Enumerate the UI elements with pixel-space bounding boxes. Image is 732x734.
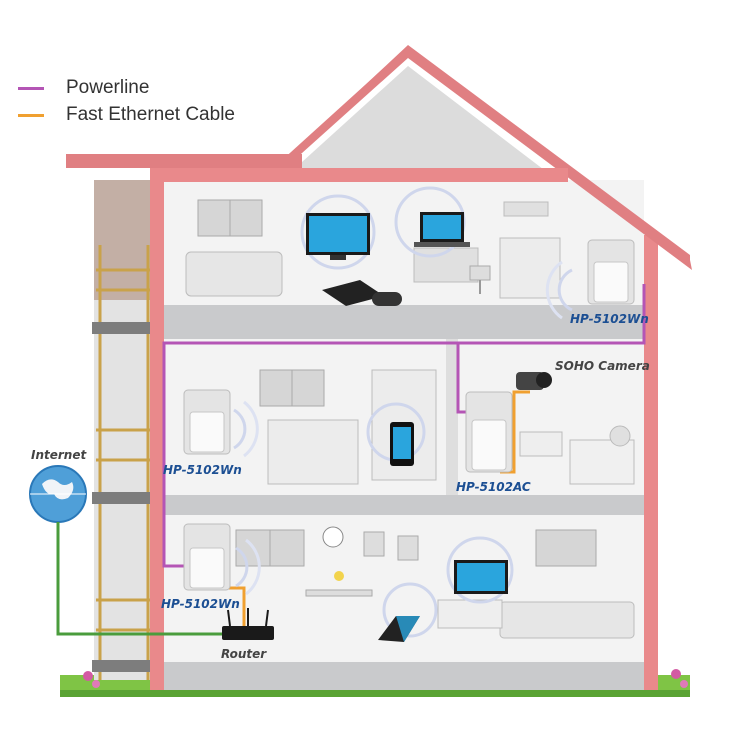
powerline-main — [162, 284, 646, 568]
laptop-icon — [394, 186, 470, 258]
ethernet-swatch — [18, 113, 44, 117]
roof-eave — [66, 154, 302, 168]
powerline-branch — [456, 343, 466, 414]
top-floor-furniture — [185, 199, 561, 299]
router-icon — [222, 608, 274, 640]
top-adapter-label: HP-5102Wn — [570, 312, 649, 326]
floor-middle — [164, 495, 644, 515]
camera-icon — [516, 372, 552, 390]
powerline-adapter-top — [545, 239, 635, 320]
internet-line — [56, 522, 222, 636]
floor-bottom — [164, 662, 644, 690]
house-wall-right — [644, 235, 658, 690]
floor-top — [164, 305, 644, 339]
smartphone-icon — [366, 402, 426, 466]
exterior-staircase — [92, 180, 154, 680]
bottom-floor-furniture — [235, 526, 635, 639]
legend-ethernet-label: Fast Ethernet Cable — [66, 104, 235, 125]
router-label: Router — [221, 647, 267, 661]
lawn-shadow — [60, 690, 690, 697]
mid-right-adapter-label: HP-5102AC — [456, 480, 531, 494]
tv-icon — [300, 194, 376, 270]
bottom-tv-icon — [446, 536, 514, 604]
house-wall-left — [150, 180, 164, 690]
legend-powerline: Powerline — [18, 76, 149, 100]
game-console-icon — [322, 280, 402, 306]
powerline-swatch — [18, 86, 44, 90]
bottom-adapter-label: HP-5102Wn — [161, 597, 240, 611]
powerline-adapter-middle-right — [465, 391, 513, 473]
legend-ethernet: Fast Ethernet Cable — [18, 103, 235, 127]
mid-left-adapter-label: HP-5102Wn — [163, 463, 242, 477]
desk-chair-icon — [469, 265, 491, 294]
powerline-adapter-middle-left — [183, 389, 259, 458]
legend-powerline-label: Powerline — [66, 77, 150, 98]
internet-globe-icon — [29, 465, 87, 523]
soho-camera-label: SOHO Camera — [555, 359, 650, 373]
gable-face — [302, 66, 560, 182]
bottom-laptop-icon — [378, 582, 438, 642]
roof-eave-top — [150, 168, 568, 182]
room-divider — [446, 339, 458, 495]
powerline-adapter-bottom — [183, 523, 261, 596]
flower-right — [671, 669, 688, 688]
flower-left — [83, 671, 100, 688]
internet-label: Internet — [31, 448, 87, 462]
